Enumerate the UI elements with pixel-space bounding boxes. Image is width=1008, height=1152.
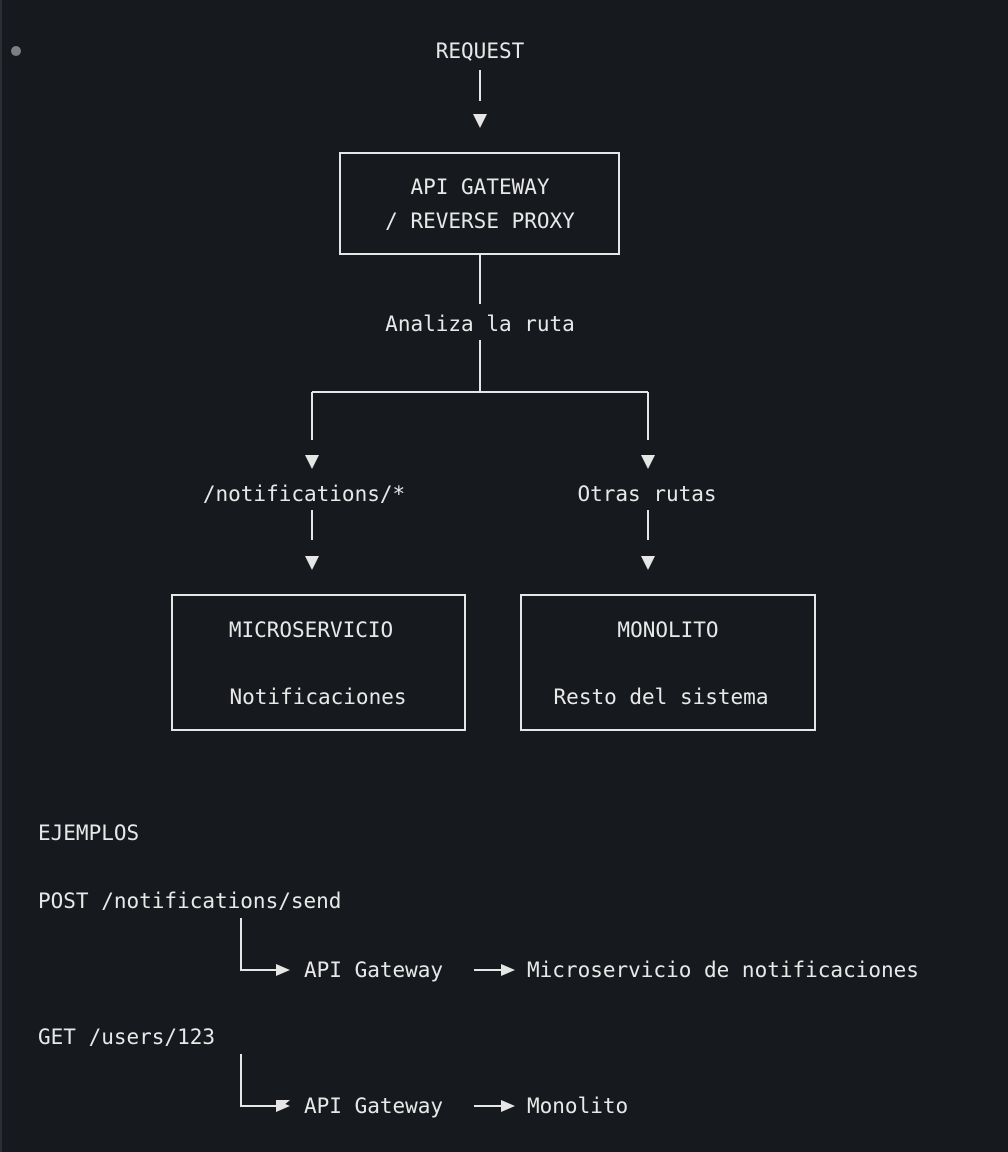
analyze-label: Analiza la ruta (385, 312, 575, 336)
arrow-right-icon (501, 1100, 515, 1112)
gateway-title: API GATEWAY (410, 175, 550, 199)
example-gateway: API Gateway (304, 1094, 444, 1118)
examples-heading: EJEMPLOS (38, 821, 140, 845)
microservice-box (171, 594, 466, 731)
microservice-title: MICROSERVICIO (228, 618, 394, 642)
bullet-icon (11, 46, 21, 56)
arrow-right-icon (501, 964, 515, 976)
monolith-title: MONOLITO (617, 618, 719, 642)
gateway-subtitle: / REVERSE PROXY (385, 209, 575, 233)
route-notifications-label: /notifications/* (202, 482, 406, 506)
arrow-head-icon (641, 556, 655, 570)
arrow-right-icon (276, 1100, 290, 1112)
arrow-head-icon (305, 455, 319, 469)
example-elbow-1 (240, 918, 280, 971)
arrow-head-icon (305, 556, 319, 570)
gateway-box (339, 152, 620, 255)
example-request: GET /users/123 (38, 1025, 216, 1049)
arrow-right-icon (276, 964, 290, 976)
arrow-head-icon (641, 455, 655, 469)
left-border (0, 0, 2, 1152)
route-other-label: Otras rutas (577, 482, 717, 506)
monolith-box (520, 594, 816, 731)
arrow-head-icon (473, 114, 487, 128)
example-elbow-2 (240, 1054, 280, 1107)
example-target: Microservicio de notificaciones (527, 958, 919, 982)
microservice-subtitle: Notificaciones (229, 685, 407, 709)
example-target: Monolito (527, 1094, 629, 1118)
monolith-subtitle: Resto del sistema (553, 685, 769, 709)
example-gateway: API Gateway (304, 958, 444, 982)
example-request: POST /notifications/send (38, 889, 342, 913)
request-label: REQUEST (435, 39, 525, 63)
